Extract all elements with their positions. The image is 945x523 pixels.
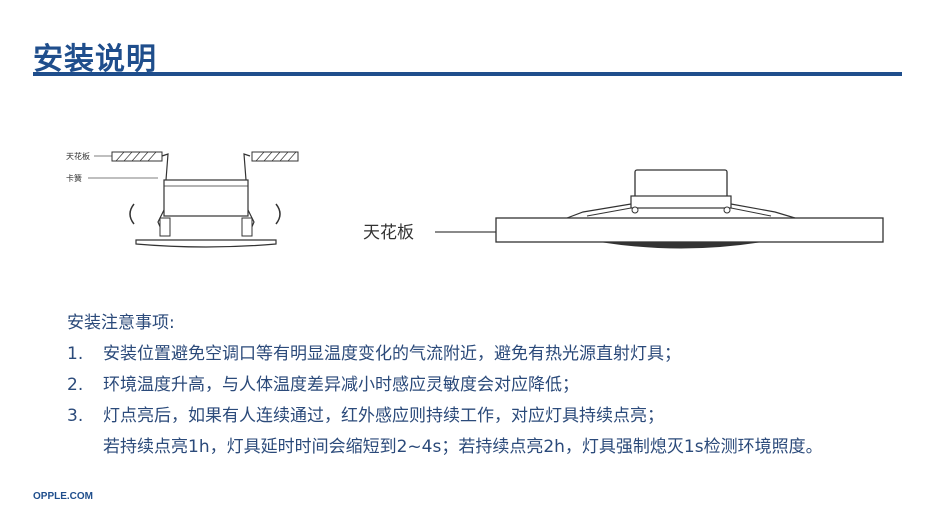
spring-clip-left	[566, 203, 632, 219]
large-ceiling-label: 天花板	[363, 223, 414, 243]
note-number: 1.	[67, 344, 84, 364]
install-notes: 安装注意事项: 1. 安装位置避免空调口等有明显温度变化的气流附近，避免有热光源直…	[67, 308, 927, 463]
note-item-3-continuation: 若持续点亮1h，灯具延时时间会缩短到2~4s；若持续点亮2h，灯具强制熄灭1s检…	[103, 437, 823, 457]
ceiling-left-piece	[111, 151, 163, 162]
page-title: 安装说明	[33, 42, 157, 77]
small-spring-label: 卡簧	[66, 173, 82, 183]
spring-right	[243, 153, 251, 181]
notes-heading: 安装注意事项:	[67, 313, 175, 333]
note-text: 环境温度升高，与人体温度差异减小时感应灵敏度会对应降低；	[103, 375, 579, 395]
small-ceiling-label: 天花板	[66, 151, 90, 161]
title-divider	[33, 72, 902, 76]
note-number: 3.	[67, 406, 84, 426]
spring-clip-right	[730, 203, 796, 219]
note-number: 2.	[67, 375, 84, 395]
fixture-body-small	[163, 179, 249, 217]
note-text: 灯点亮后，如果有人连续通过，红外感应则持续工作，对应灯具持续点亮；	[103, 406, 664, 426]
ceiling-right-piece	[251, 151, 299, 162]
note-item-2: 2. 环境温度升高，与人体温度差异减小时感应灵敏度会对应降低；	[67, 370, 927, 401]
fixture-trim-large	[602, 241, 760, 249]
spring-left	[161, 153, 169, 181]
ceiling-board	[495, 217, 884, 243]
fixture-trim-small	[135, 239, 277, 248]
note-item-3: 3. 灯点亮后，如果有人连续通过，红外感应则持续工作，对应灯具持续点亮；	[67, 401, 927, 432]
rotate-arc-left	[129, 203, 135, 225]
note-text: 安装位置避免空调口等有明显温度变化的气流附近，避免有热光源直射灯具；	[103, 344, 681, 364]
large-install-figure: 天花板	[355, 160, 895, 260]
small-install-figure: 天花板 卡簧	[60, 140, 320, 260]
note-item-1: 1. 安装位置避免空调口等有明显温度变化的气流附近，避免有热光源直射灯具；	[67, 339, 927, 370]
footer-brand: OPPLE.COM	[33, 491, 94, 502]
rotate-arc-right	[275, 203, 281, 225]
